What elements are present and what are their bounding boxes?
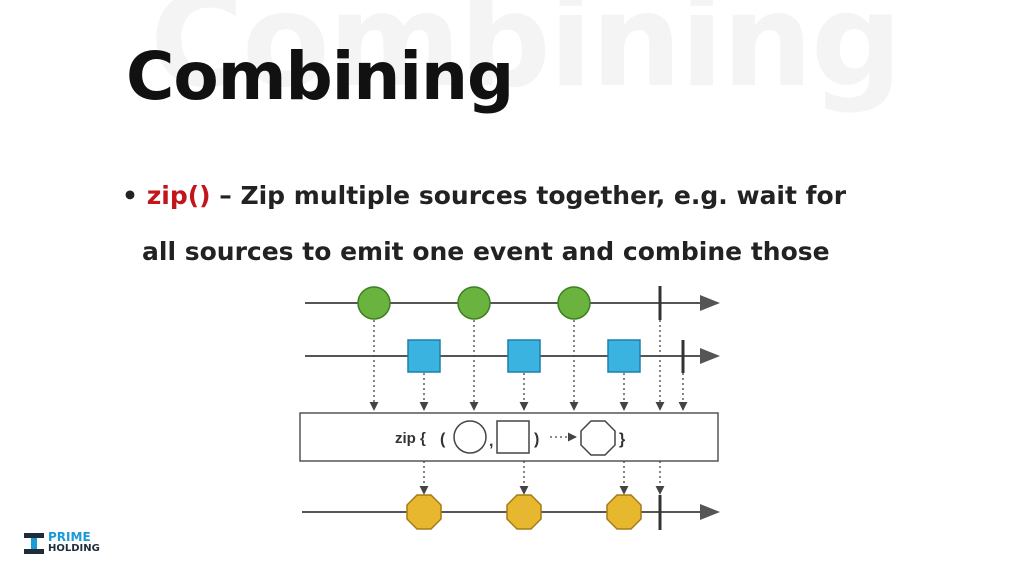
zip-input-circle xyxy=(453,420,487,454)
source-2-item xyxy=(507,339,541,373)
comma: , xyxy=(489,433,493,450)
bullet-line-2: all sources to emit one event and combin… xyxy=(142,237,830,266)
bullet-line-1: – Zip multiple sources together, e.g. wa… xyxy=(210,181,847,210)
output-item xyxy=(506,494,542,530)
close-brace: } xyxy=(619,431,625,448)
output-item xyxy=(606,494,642,530)
source-2-item xyxy=(407,339,441,373)
output-arrows xyxy=(419,461,665,495)
logo-line-2: HOLDING xyxy=(48,543,100,554)
input-arrows xyxy=(369,320,688,411)
prime-holding-logo-icon xyxy=(24,533,44,554)
close-paren: ) xyxy=(534,431,539,448)
bullet-zip: • zip() – Zip multiple sources together,… xyxy=(122,168,1002,280)
output-item xyxy=(406,494,442,530)
source-2-item xyxy=(607,339,641,373)
function-name: zip() xyxy=(146,181,211,210)
source-1-item xyxy=(557,286,591,320)
open-paren: ( xyxy=(440,431,446,448)
zip-input-square xyxy=(496,420,530,454)
company-logo-text: PRIME HOLDING xyxy=(48,530,100,554)
source-1-item xyxy=(357,286,391,320)
zip-label: zip { xyxy=(395,430,426,447)
source-1-item xyxy=(457,286,491,320)
bullet-marker: • xyxy=(122,181,138,210)
title-watermark: Combining xyxy=(150,0,902,116)
logo-line-1: PRIME xyxy=(48,530,91,544)
zip-result-octagon xyxy=(580,420,616,456)
slide-title: Combining xyxy=(126,38,514,115)
